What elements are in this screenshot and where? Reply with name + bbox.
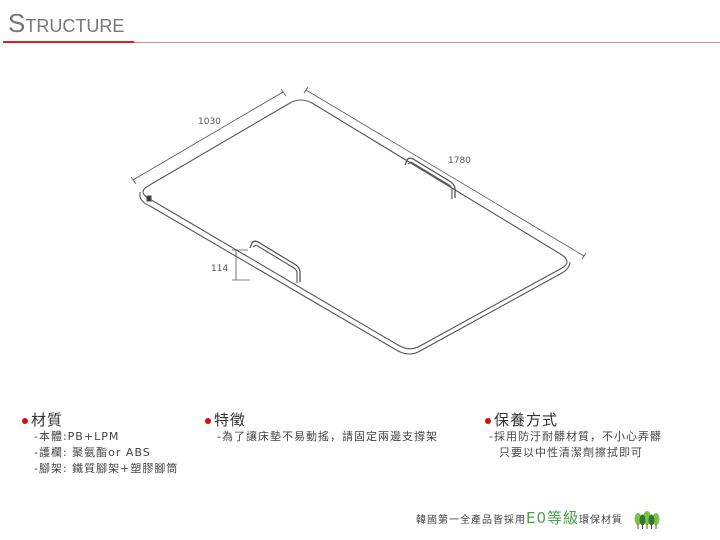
bed-board-diagram: 1030 1780 114	[130, 86, 587, 355]
front-handle	[249, 240, 301, 282]
board-outline	[142, 99, 568, 350]
height-label: 114	[211, 264, 228, 274]
bullet-dot	[485, 417, 491, 424]
section-title: STRUCTURE	[8, 8, 125, 38]
width-dimension-line	[130, 88, 287, 185]
trees-icon	[634, 511, 660, 529]
bullet-dot	[22, 417, 28, 424]
length-dimension-line	[303, 86, 587, 260]
title-underline-accent	[3, 41, 134, 43]
board-edge	[139, 192, 571, 355]
title-underline	[134, 42, 720, 43]
care-section: 保養方式 -採用防汙耐髒材質，不小心弄髒 只要以中性清潔劑擦拭即可	[485, 411, 662, 461]
height-dimension-line	[232, 249, 250, 281]
back-handle	[404, 157, 456, 198]
board-end-cap	[146, 195, 152, 202]
feature-section: 特徵 -為了讓床墊不易動搖，請固定兩邊支撐架	[205, 411, 438, 445]
width-label: 1030	[198, 117, 221, 127]
eco-footer: 韓國第一全產品皆採用E0等級環保材質	[416, 507, 661, 529]
length-label: 1780	[448, 156, 471, 166]
material-section: 材質 -本體:PB+LPM -護欄: 聚氨酯or ABS -腳架: 鐵質腳架+塑…	[22, 411, 178, 477]
bullet-dot	[205, 417, 211, 424]
